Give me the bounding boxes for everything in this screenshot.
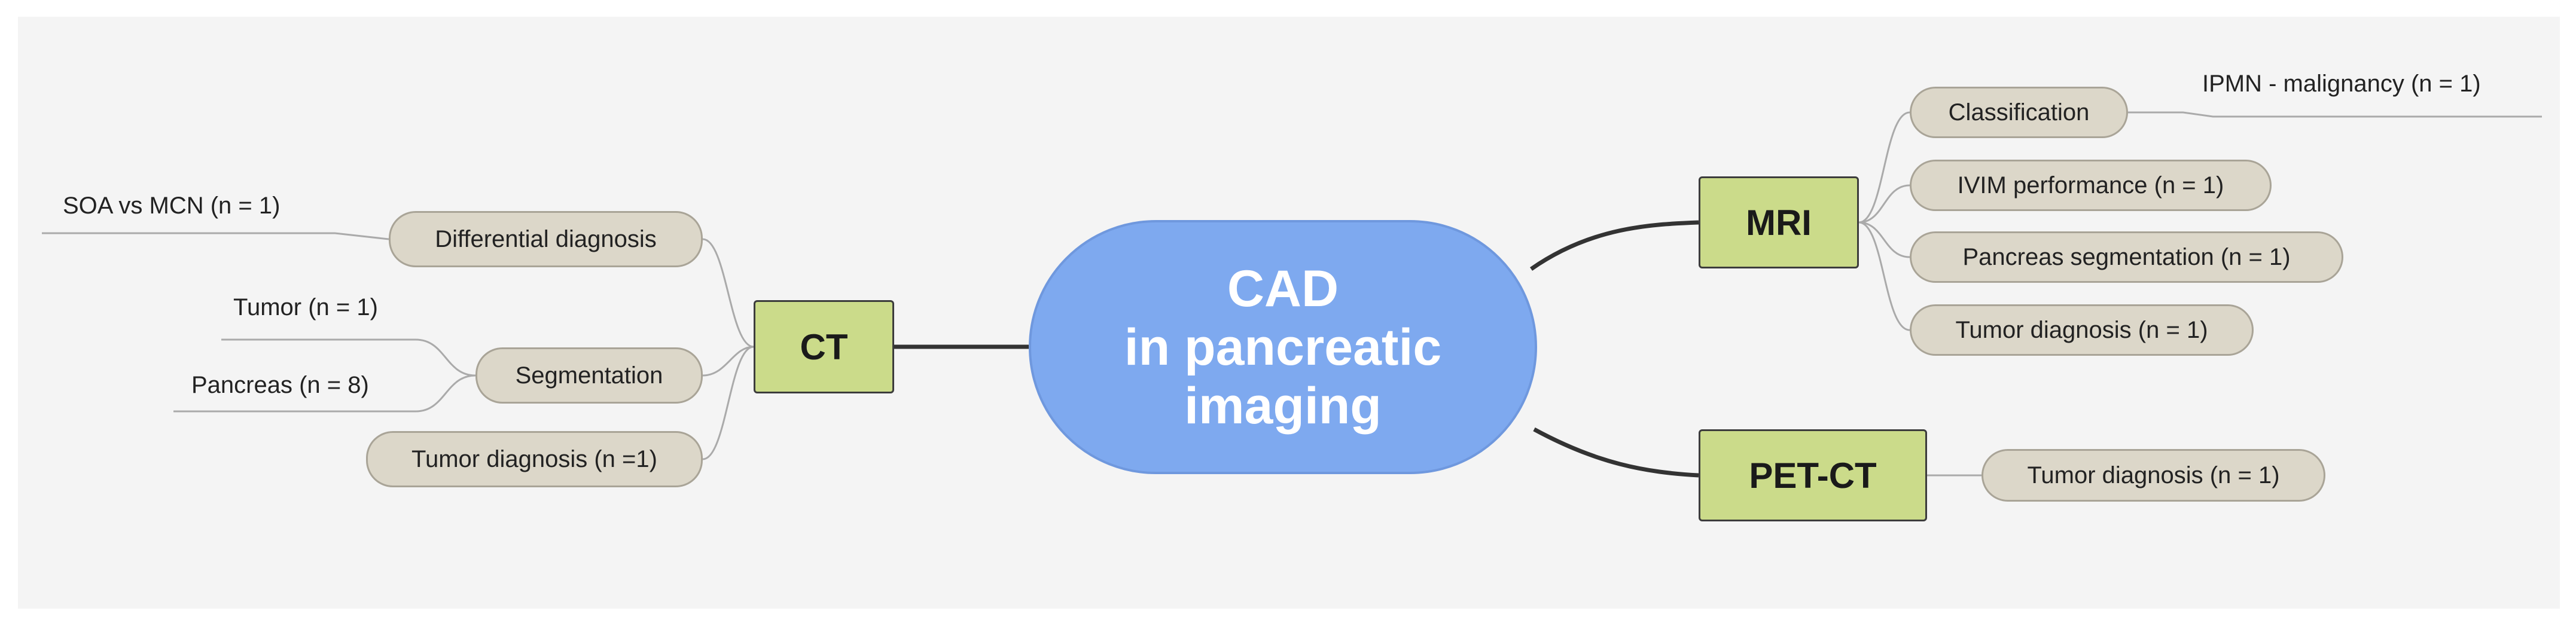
branch-ct-label: CT <box>800 326 848 367</box>
topic-ct-segmentation[interactable]: Segmentation <box>475 347 703 404</box>
topic-label: Tumor diagnosis (n = 1) <box>2027 462 2280 488</box>
topic-ct-differential-diagnosis[interactable]: Differential diagnosis <box>389 211 703 267</box>
connector-mri-tumor <box>1858 221 1910 331</box>
branch-mri-label: MRI <box>1746 202 1812 243</box>
connector-central-mri <box>1529 220 1699 271</box>
connector-central-petct <box>1533 427 1699 478</box>
connector-leaf-ipmn <box>2128 111 2542 118</box>
topic-label: Pancreas segmentation (n = 1) <box>1962 243 2291 270</box>
topic-mri-ivim-performance[interactable]: IVIM performance (n = 1) <box>1910 160 2272 211</box>
leaf-pancreas[interactable]: Pancreas (n = 8) <box>191 372 369 398</box>
topic-label: Tumor diagnosis (n =1) <box>411 445 657 472</box>
topic-label: Segmentation <box>515 362 663 389</box>
branch-petct-label: PET-CT <box>1749 455 1877 496</box>
connector-leaf-tumor <box>221 338 476 377</box>
topic-label: Tumor diagnosis (n = 1) <box>1955 316 2208 343</box>
leaf-soa-vs-mcn[interactable]: SOA vs MCN (n = 1) <box>63 193 281 219</box>
central-line-2: in pancreatic <box>1124 318 1442 376</box>
central-line-3: imaging <box>1184 377 1382 435</box>
connector-mri-ivim <box>1858 184 1910 224</box>
topic-petct-tumor-diagnosis[interactable]: Tumor diagnosis (n = 1) <box>1981 449 2325 502</box>
topic-mri-tumor-diagnosis[interactable]: Tumor diagnosis (n = 1) <box>1910 304 2254 356</box>
connector-leaf-pancreas <box>173 374 476 413</box>
branch-mri[interactable]: MRI <box>1699 176 1859 268</box>
topic-mri-classification[interactable]: Classification <box>1910 87 2128 138</box>
connector-ct-tumor <box>702 346 754 460</box>
branch-ct[interactable]: CT <box>754 300 894 393</box>
connector-ct-differential <box>702 238 754 348</box>
topic-label: IVIM performance (n = 1) <box>1957 172 2224 199</box>
branch-petct[interactable]: PET-CT <box>1699 429 1927 521</box>
connector-mri-pancreas <box>1858 221 1910 258</box>
connector-ct-segmentation <box>702 346 754 377</box>
topic-label: Differential diagnosis <box>435 225 657 252</box>
central-topic[interactable]: CAD in pancreatic imaging <box>1029 220 1537 474</box>
connector-leaf-soa <box>42 232 389 240</box>
central-line-1: CAD <box>1227 259 1339 317</box>
leaf-tumor[interactable]: Tumor (n = 1) <box>233 294 378 320</box>
connector-mri-classification <box>1858 111 1910 224</box>
topic-mri-pancreas-segmentation[interactable]: Pancreas segmentation (n = 1) <box>1910 231 2343 283</box>
leaf-ipmn-malignancy[interactable]: IPMN - malignancy (n = 1) <box>2202 71 2481 97</box>
topic-ct-tumor-diagnosis[interactable]: Tumor diagnosis (n =1) <box>366 431 703 487</box>
topic-label: Classification <box>1948 99 2090 126</box>
